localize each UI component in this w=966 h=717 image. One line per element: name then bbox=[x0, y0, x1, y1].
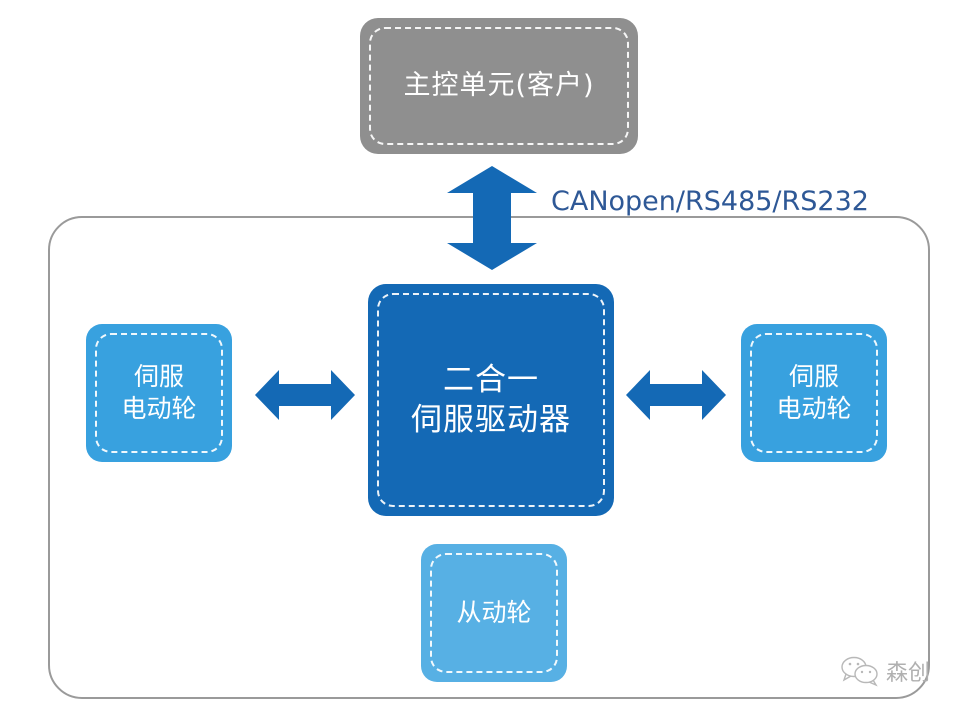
master-unit-label: 主控单元(客户) bbox=[403, 70, 595, 102]
idler-wheel-box: 从动轮 bbox=[421, 544, 567, 682]
servo-wheel-left-dashed-border bbox=[95, 333, 223, 453]
master-unit-box: 主控单元(客户) bbox=[360, 18, 638, 154]
servo-driver-dashed-border bbox=[377, 293, 605, 507]
servo-wheel-left-box: 伺服 电动轮 bbox=[86, 324, 232, 462]
idler-wheel-label: 从动轮 bbox=[456, 597, 532, 627]
servo-wheel-right-box: 伺服 电动轮 bbox=[741, 324, 887, 462]
idler-wheel-dashed-border bbox=[430, 553, 558, 673]
left-double-arrow-icon bbox=[255, 370, 355, 420]
servo-driver-box: 二合一 伺服驱动器 bbox=[368, 284, 614, 516]
servo-driver-label-line1: 二合一 bbox=[443, 361, 539, 398]
servo-wheel-left-label-line2: 电动轮 bbox=[121, 394, 197, 423]
watermark-text: 森创 bbox=[886, 661, 931, 686]
servo-wheel-right-label-line1: 伺服 bbox=[788, 361, 839, 391]
wechat-icon bbox=[841, 656, 878, 687]
servo-driver-label-line2: 伺服驱动器 bbox=[411, 402, 571, 438]
master-unit-dashed-border bbox=[369, 27, 629, 145]
servo-wheel-left-label-line1: 伺服 bbox=[133, 361, 184, 391]
protocol-label: CANopen/RS485/RS232 bbox=[551, 186, 869, 217]
vertical-double-arrow-icon bbox=[447, 166, 537, 270]
right-double-arrow-icon bbox=[626, 370, 726, 420]
servo-wheel-right-label-line2: 电动轮 bbox=[776, 394, 852, 423]
watermark: 森创 bbox=[840, 655, 930, 687]
servo-wheel-right-dashed-border bbox=[750, 333, 878, 453]
